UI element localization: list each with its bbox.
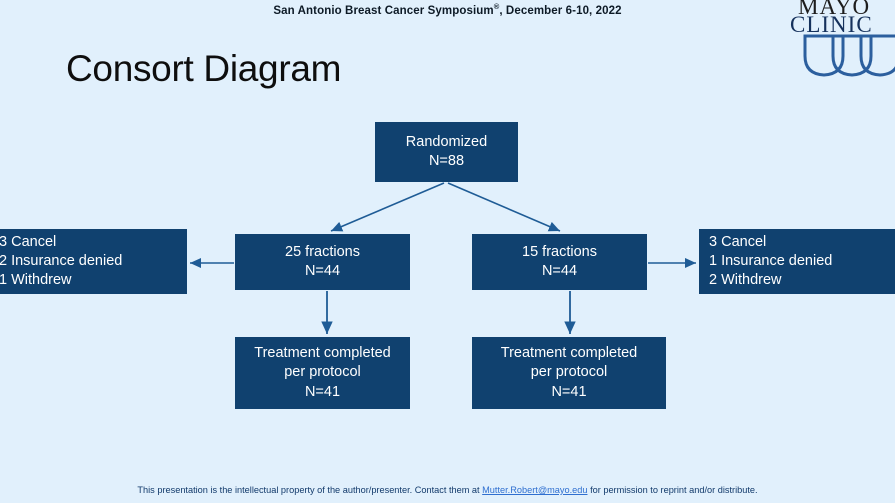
node-arm-25-count: N=44: [304, 263, 341, 279]
conference-header: San Antonio Breast Cancer Symposium®, De…: [0, 2, 895, 17]
node-arm-15-count: N=44: [541, 263, 578, 279]
mayo-clinic-logo: MAYO CLINIC: [790, 0, 895, 78]
node-arm-15-label: 15 fractions: [522, 243, 597, 260]
node-dropout-right: 3 Cancel 1 Insurance denied 2 Withdrew: [699, 229, 895, 294]
footer-text-after: for permission to reprint and/or distrib…: [590, 485, 758, 495]
connector-randomized-to-arm-right: [447, 182, 561, 232]
node-completed-left-count: N=41: [304, 383, 341, 400]
page-title: Consort Diagram: [66, 48, 342, 89]
node-treatment-completed-right: Treatment completed per protocol N=41: [472, 337, 666, 409]
node-completed-right-line2: per protocol: [530, 364, 608, 381]
node-dropout-left-line2: 2 Insurance denied: [0, 252, 123, 269]
node-dropout-right-line3: 2 Withdrew: [709, 272, 782, 289]
node-dropout-right-line2: 1 Insurance denied: [709, 252, 833, 269]
node-dropout-left-line3: 1 Withdrew: [0, 272, 72, 289]
node-completed-right-line1: Treatment completed: [500, 345, 638, 362]
registered-trademark-icon: ®: [493, 2, 500, 11]
footer-text-before: This presentation is the intellectual pr…: [137, 485, 480, 495]
node-randomized: Randomized N=88: [375, 122, 518, 182]
three-shields-icon: [803, 34, 895, 77]
footer-note: This presentation is the intellectual pr…: [0, 485, 895, 495]
node-dropout-left-line1: 3 Cancel: [0, 233, 57, 250]
footer-email-link[interactable]: Mutter.Robert@mayo.edu: [482, 485, 588, 495]
logo-wordmark-clinic: CLINIC: [790, 12, 873, 37]
conference-dates: , December 6-10, 2022: [499, 4, 622, 17]
node-dropout-left: 3 Cancel 2 Insurance denied 1 Withdrew: [0, 229, 187, 294]
node-completed-left-line1: Treatment completed: [254, 345, 391, 362]
logo-wordmark-mayo: MAYO: [798, 0, 871, 19]
node-arm-15-fractions: 15 fractions N=44: [472, 234, 647, 290]
connector-randomized-to-arm-left: [330, 182, 445, 232]
node-completed-right-count: N=41: [551, 383, 587, 400]
node-arm-25-fractions: 25 fractions N=44: [235, 234, 410, 290]
node-randomized-label: Randomized: [405, 133, 488, 150]
node-arm-25-label: 25 fractions: [285, 243, 360, 260]
conference-name: San Antonio Breast Cancer Symposium: [273, 4, 494, 17]
node-treatment-completed-left: Treatment completed per protocol N=41: [235, 337, 410, 409]
node-dropout-right-line1: 3 Cancel: [709, 233, 767, 250]
node-completed-left-line2: per protocol: [284, 364, 361, 381]
node-randomized-count: N=88: [428, 153, 465, 169]
